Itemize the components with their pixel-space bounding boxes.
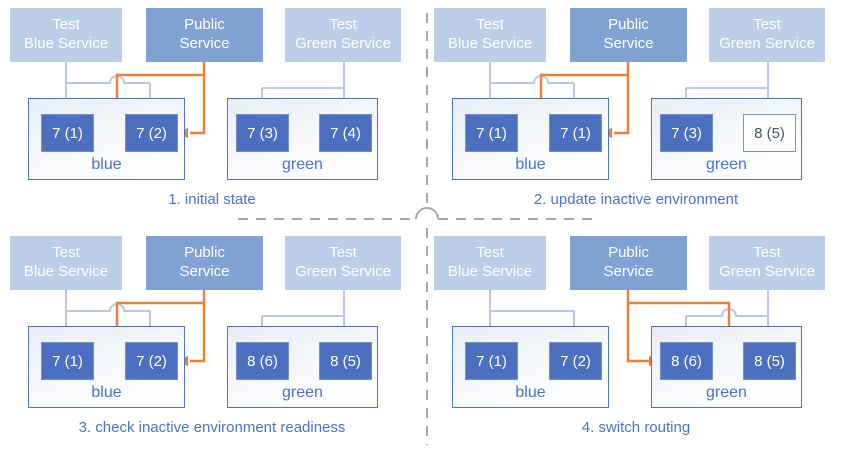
- blue-instance-box: 7 (1): [549, 114, 602, 152]
- test-green-connector-line: [685, 290, 769, 331]
- service-label-line: Test: [52, 244, 80, 262]
- service-label-line: Public: [184, 244, 225, 262]
- service-label-line: Service: [179, 263, 230, 280]
- public-service-box: Public Service: [570, 236, 687, 290]
- blue-instance-box: 7 (1): [465, 114, 518, 152]
- green-instance-box: 8 (5): [743, 114, 796, 152]
- step-caption: 3. check inactive environment readiness: [78, 419, 346, 436]
- test-blue-connector-line: [489, 290, 575, 331]
- blue-instance-box: 7 (2): [125, 114, 178, 152]
- step-caption: 1. initial state: [168, 191, 256, 208]
- service-label-line: Green Service: [295, 35, 391, 52]
- service-label-line: Service: [603, 35, 654, 52]
- service-label-line: Service: [603, 263, 654, 280]
- deployment-step-panel-3: Test Blue Service Public Service Test Gr…: [0, 228, 424, 456]
- service-label-line: Green Service: [719, 35, 815, 52]
- green-environment-box: 7 (3) 8 (5) green: [651, 98, 802, 180]
- test-blue-connector-line: [489, 62, 575, 103]
- environment-label: blue: [515, 156, 546, 173]
- test-green-connector-line: [261, 290, 345, 331]
- test-blue-connector-line: [65, 290, 151, 331]
- service-label-line: Public: [608, 244, 649, 262]
- service-label-line: Blue Service: [447, 35, 533, 52]
- blue-instance-box: 7 (2): [549, 342, 602, 380]
- green-instance-box: 8 (6): [660, 342, 713, 380]
- test-blue-service-box: Test Blue Service: [434, 8, 546, 62]
- deployment-step-panel-2: Test Blue Service Public Service Test Gr…: [424, 0, 848, 228]
- test-blue-connector-line: [65, 62, 151, 103]
- blue-environment-box: 7 (1) 7 (1) blue: [452, 98, 609, 180]
- green-instance-box: 8 (5): [743, 342, 796, 380]
- service-label-line: Blue Service: [447, 263, 533, 280]
- green-instance-box: 8 (6): [236, 342, 289, 380]
- test-blue-service-box: Test Blue Service: [434, 236, 546, 290]
- test-blue-service-box: Test Blue Service: [10, 236, 122, 290]
- test-green-service-box: Test Green Service: [709, 236, 825, 290]
- public-service-box: Public Service: [146, 236, 263, 290]
- environment-label: blue: [91, 384, 122, 401]
- public-service-box: Public Service: [570, 8, 687, 62]
- test-green-service-box: Test Green Service: [285, 236, 401, 290]
- environment-label: green: [282, 156, 323, 173]
- service-label-line: Test: [476, 244, 504, 262]
- test-green-connector-line: [261, 62, 345, 103]
- service-label-line: Test: [52, 16, 80, 34]
- service-label-line: Blue Service: [23, 35, 109, 52]
- environment-label: green: [706, 384, 747, 401]
- blue-instance-box: 7 (1): [41, 114, 94, 152]
- green-instance-box: 8 (5): [319, 342, 372, 380]
- test-green-service-box: Test Green Service: [285, 8, 401, 62]
- service-label-line: Test: [476, 16, 504, 34]
- green-environment-box: 7 (3) 7 (4) green: [227, 98, 378, 180]
- service-label-line: Service: [179, 35, 230, 52]
- green-environment-box: 8 (6) 8 (5) green: [651, 326, 802, 408]
- test-green-service-box: Test Green Service: [709, 8, 825, 62]
- separator-crossing-hop: [415, 207, 439, 220]
- public-service-box: Public Service: [146, 8, 263, 62]
- service-label-line: Green Service: [719, 263, 815, 280]
- blue-instance-box: 7 (1): [41, 342, 94, 380]
- green-instance-box: 7 (4): [319, 114, 372, 152]
- green-instance-box: 7 (3): [236, 114, 289, 152]
- step-caption: 2. update inactive environment: [533, 191, 739, 208]
- test-blue-service-box: Test Blue Service: [10, 8, 122, 62]
- service-label-line: Blue Service: [23, 263, 109, 280]
- green-instance-box: 7 (3): [660, 114, 713, 152]
- service-label-line: Public: [608, 16, 649, 34]
- blue-environment-box: 7 (1) 7 (2) blue: [28, 98, 185, 180]
- environment-label: green: [282, 384, 323, 401]
- deployment-step-panel-1: Test Blue Service Public Service Test Gr…: [0, 0, 424, 228]
- environment-label: blue: [91, 156, 122, 173]
- service-label-line: Green Service: [295, 263, 391, 280]
- service-label-line: Test: [753, 16, 781, 34]
- blue-environment-box: 7 (1) 7 (2) blue: [28, 326, 185, 408]
- test-green-connector-line: [685, 62, 769, 103]
- blue-instance-box: 7 (1): [465, 342, 518, 380]
- green-environment-box: 8 (6) 8 (5) green: [227, 326, 378, 408]
- deployment-step-panel-4: Test Blue Service Public Service Test Gr…: [424, 228, 848, 456]
- blue-environment-box: 7 (1) 7 (2) blue: [452, 326, 609, 408]
- service-label-line: Test: [329, 244, 357, 262]
- service-label-line: Test: [753, 244, 781, 262]
- service-label-line: Public: [184, 16, 225, 34]
- environment-label: green: [706, 156, 747, 173]
- service-label-line: Test: [329, 16, 357, 34]
- step-caption: 4. switch routing: [581, 419, 691, 436]
- environment-label: blue: [515, 384, 546, 401]
- blue-instance-box: 7 (2): [125, 342, 178, 380]
